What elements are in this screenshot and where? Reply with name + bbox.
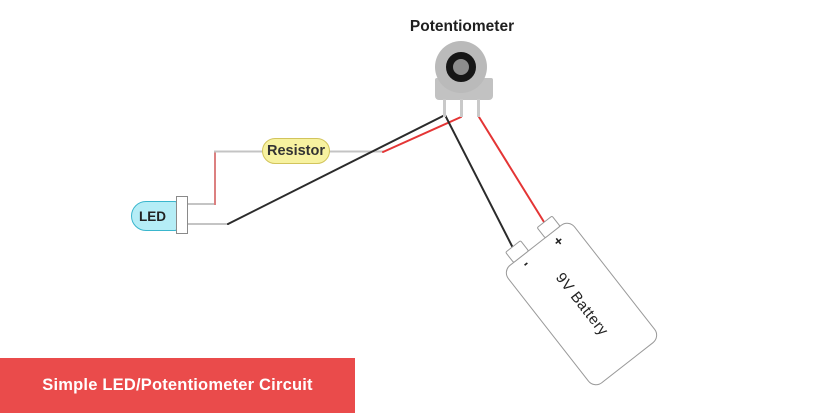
- led-component: LED: [131, 201, 177, 231]
- pot-to-battery-negative-wire: [444, 114, 515, 251]
- title-banner: Simple LED/Potentiometer Circuit: [0, 358, 355, 413]
- potentiometer-leg-left: [443, 99, 446, 117]
- led-label: LED: [139, 208, 166, 224]
- potentiometer-shaft-icon: [446, 52, 476, 82]
- resistor-label: Resistor: [266, 143, 326, 159]
- potentiometer-label: Potentiometer: [409, 18, 515, 35]
- potentiometer-leg-right: [477, 99, 480, 117]
- resistor-component: Resistor: [262, 138, 330, 164]
- led-flange: [176, 196, 188, 234]
- led-to-pot-wire: [227, 114, 446, 225]
- battery-label: 9V Battery: [551, 269, 612, 339]
- title-banner-text: Simple LED/Potentiometer Circuit: [42, 376, 313, 394]
- battery-plus-sign: +: [550, 232, 567, 250]
- potentiometer-leg-middle: [460, 99, 463, 117]
- pot-to-battery-positive-wire: [478, 116, 545, 223]
- battery-minus-sign: -: [518, 255, 532, 271]
